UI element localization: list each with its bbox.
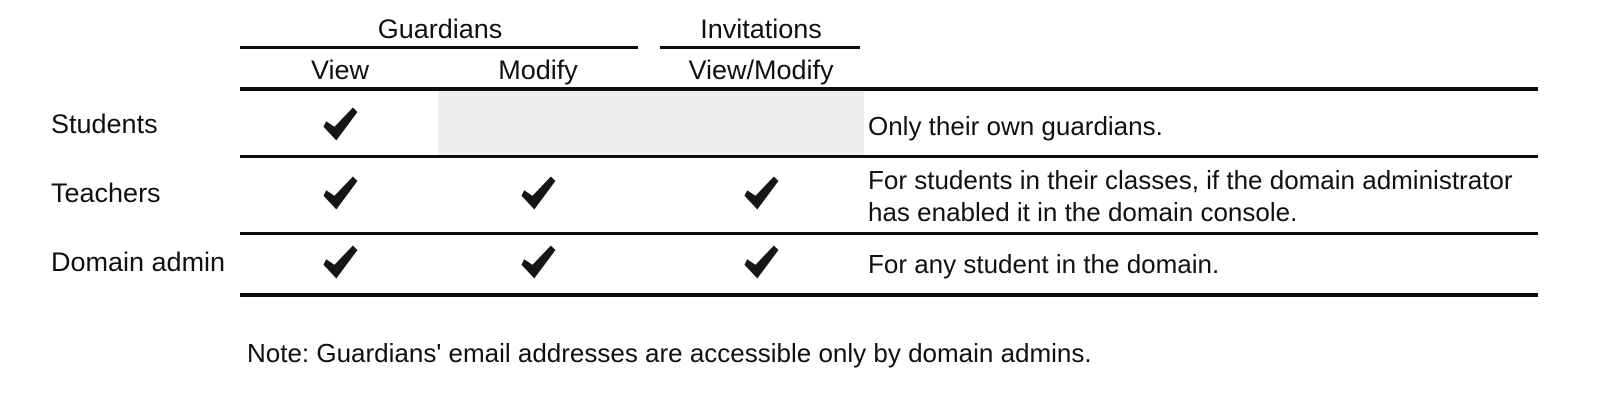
cell-notes-students: Only their own guardians. bbox=[868, 111, 1163, 141]
row-label-teachers: Teachers bbox=[51, 178, 161, 208]
check-mark-icon bbox=[515, 239, 561, 285]
cell-notes-teachers: For students in their classes, if the do… bbox=[868, 165, 1513, 227]
column-header-modify: Modify bbox=[498, 55, 578, 85]
column-header-view: View bbox=[310, 55, 370, 85]
check-mark-icon bbox=[738, 239, 784, 285]
column-group-header-guardians: Guardians bbox=[377, 14, 503, 44]
group-rule-invitations bbox=[660, 46, 860, 49]
check-mark-icon bbox=[317, 101, 363, 147]
group-rule-guardians bbox=[240, 46, 638, 49]
cell-notes-domain-admin: For any student in the domain. bbox=[868, 249, 1220, 279]
column-header-view-modify: View/Modify bbox=[688, 55, 834, 85]
check-mark-icon bbox=[317, 239, 363, 285]
row-label-students: Students bbox=[51, 109, 158, 139]
cell-shaded-students-modify-invitations bbox=[438, 91, 864, 155]
row-label-domain-admin: Domain admin bbox=[51, 247, 226, 277]
row-rule-after-students bbox=[240, 155, 1538, 158]
table-top-rule bbox=[240, 87, 1538, 91]
check-mark-icon bbox=[738, 170, 784, 216]
check-mark-icon bbox=[317, 170, 363, 216]
table-footnote: Note: Guardians' email addresses are acc… bbox=[247, 338, 1092, 368]
row-rule-after-teachers bbox=[240, 232, 1538, 235]
check-mark-icon bbox=[515, 170, 561, 216]
table-bottom-rule bbox=[240, 293, 1538, 297]
column-group-header-invitations: Invitations bbox=[700, 14, 822, 44]
